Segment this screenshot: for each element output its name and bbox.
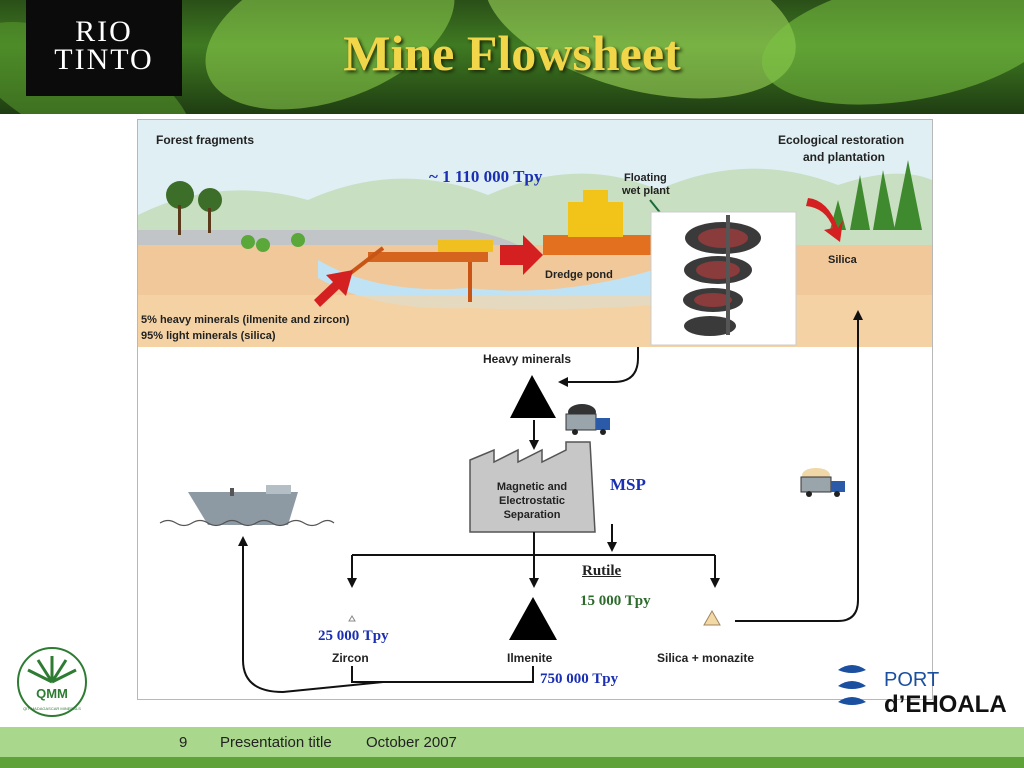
logo-line-1: RIO — [75, 15, 133, 48]
ship-icon — [159, 485, 335, 527]
spiral-concentrator-inset — [650, 211, 797, 346]
footer-band — [0, 727, 1024, 757]
label-zircon: Zircon — [332, 651, 369, 665]
heavy-minerals-feed-arrow — [558, 347, 639, 387]
silica-return-line — [735, 310, 863, 622]
export-bracket — [351, 666, 534, 683]
presentation-title: Presentation title — [220, 734, 332, 751]
throughput-label: ~ 1 110 000 Tpy — [429, 167, 543, 186]
mine-flowsheet-diagram: Forest fragments Ecological restoration … — [137, 119, 933, 700]
export-arrow — [238, 536, 384, 694]
heavy-minerals-pile — [510, 375, 556, 418]
label-msp-2: Electrostatic — [498, 495, 566, 507]
feed-arrow — [314, 270, 353, 307]
label-msp-1: Magnetic and — [496, 481, 568, 493]
label-heavy-percent: 5% heavy minerals (ilmenite and zircon) — [141, 314, 350, 326]
port-line-1: PORT — [884, 669, 939, 691]
msp-factory — [469, 441, 596, 533]
label-floating-1: Floating — [624, 172, 667, 184]
label-silica-monazite: Silica + monazite — [657, 651, 755, 665]
label-silica-top: Silica — [828, 254, 857, 266]
label-restoration-1: Ecological restoration — [778, 133, 905, 147]
flowsheet-graphic — [138, 120, 932, 699]
label-light-percent: 95% light minerals (silica) — [141, 330, 276, 342]
truck-heavy-minerals — [565, 404, 610, 435]
label-rutile: Rutile — [582, 563, 622, 579]
silica-return-arrow — [806, 198, 843, 242]
page-number: 9 — [179, 734, 188, 751]
port-dehoala-logo: PORT d’EHOALA — [838, 665, 1007, 716]
label-forest-fragments: Forest fragments — [156, 133, 255, 147]
logo-line-2: TINTO — [54, 43, 154, 76]
label-msp-3: Separation — [503, 509, 561, 521]
label-floating-2: wet plant — [622, 185, 670, 197]
forest-trees — [166, 181, 305, 252]
qmm-text: QMM — [36, 686, 68, 701]
rio-tinto-logo: RIO TINTO — [26, 0, 182, 96]
label-heavy-minerals: Heavy minerals — [483, 352, 572, 366]
label-ilmenite: Ilmenite — [507, 651, 553, 665]
zircon-pile — [348, 615, 356, 622]
dredge-equipment — [346, 240, 493, 302]
truck-silica — [800, 468, 845, 497]
ilmenite-pile — [509, 597, 557, 640]
silica-monazite-pile — [703, 609, 721, 626]
footer-strip — [0, 757, 1024, 768]
label-restoration-2: and plantation — [803, 150, 885, 164]
page-title: Mine Flowsheet — [343, 25, 681, 81]
qmm-logo: QMM QIT MADAGASCAR MINERALS — [17, 647, 87, 717]
flow-arrow — [500, 235, 543, 275]
presentation-date: October 2007 — [366, 734, 457, 751]
zircon-tpy: 25 000 Tpy — [318, 628, 389, 644]
ilmenite-tpy: 750 000 Tpy — [540, 671, 619, 687]
port-line-2: d’EHOALA — [884, 691, 1007, 716]
floating-wet-plant — [543, 190, 653, 255]
header-banner: RIO TINTO Mine Flowsheet — [0, 0, 1024, 114]
msp-label: MSP — [610, 475, 646, 494]
rutile-tpy: 15 000 Tpy — [580, 593, 651, 609]
label-dredge-pond: Dredge pond — [545, 269, 613, 281]
qmm-ring-text: QIT MADAGASCAR MINERALS — [23, 706, 81, 711]
